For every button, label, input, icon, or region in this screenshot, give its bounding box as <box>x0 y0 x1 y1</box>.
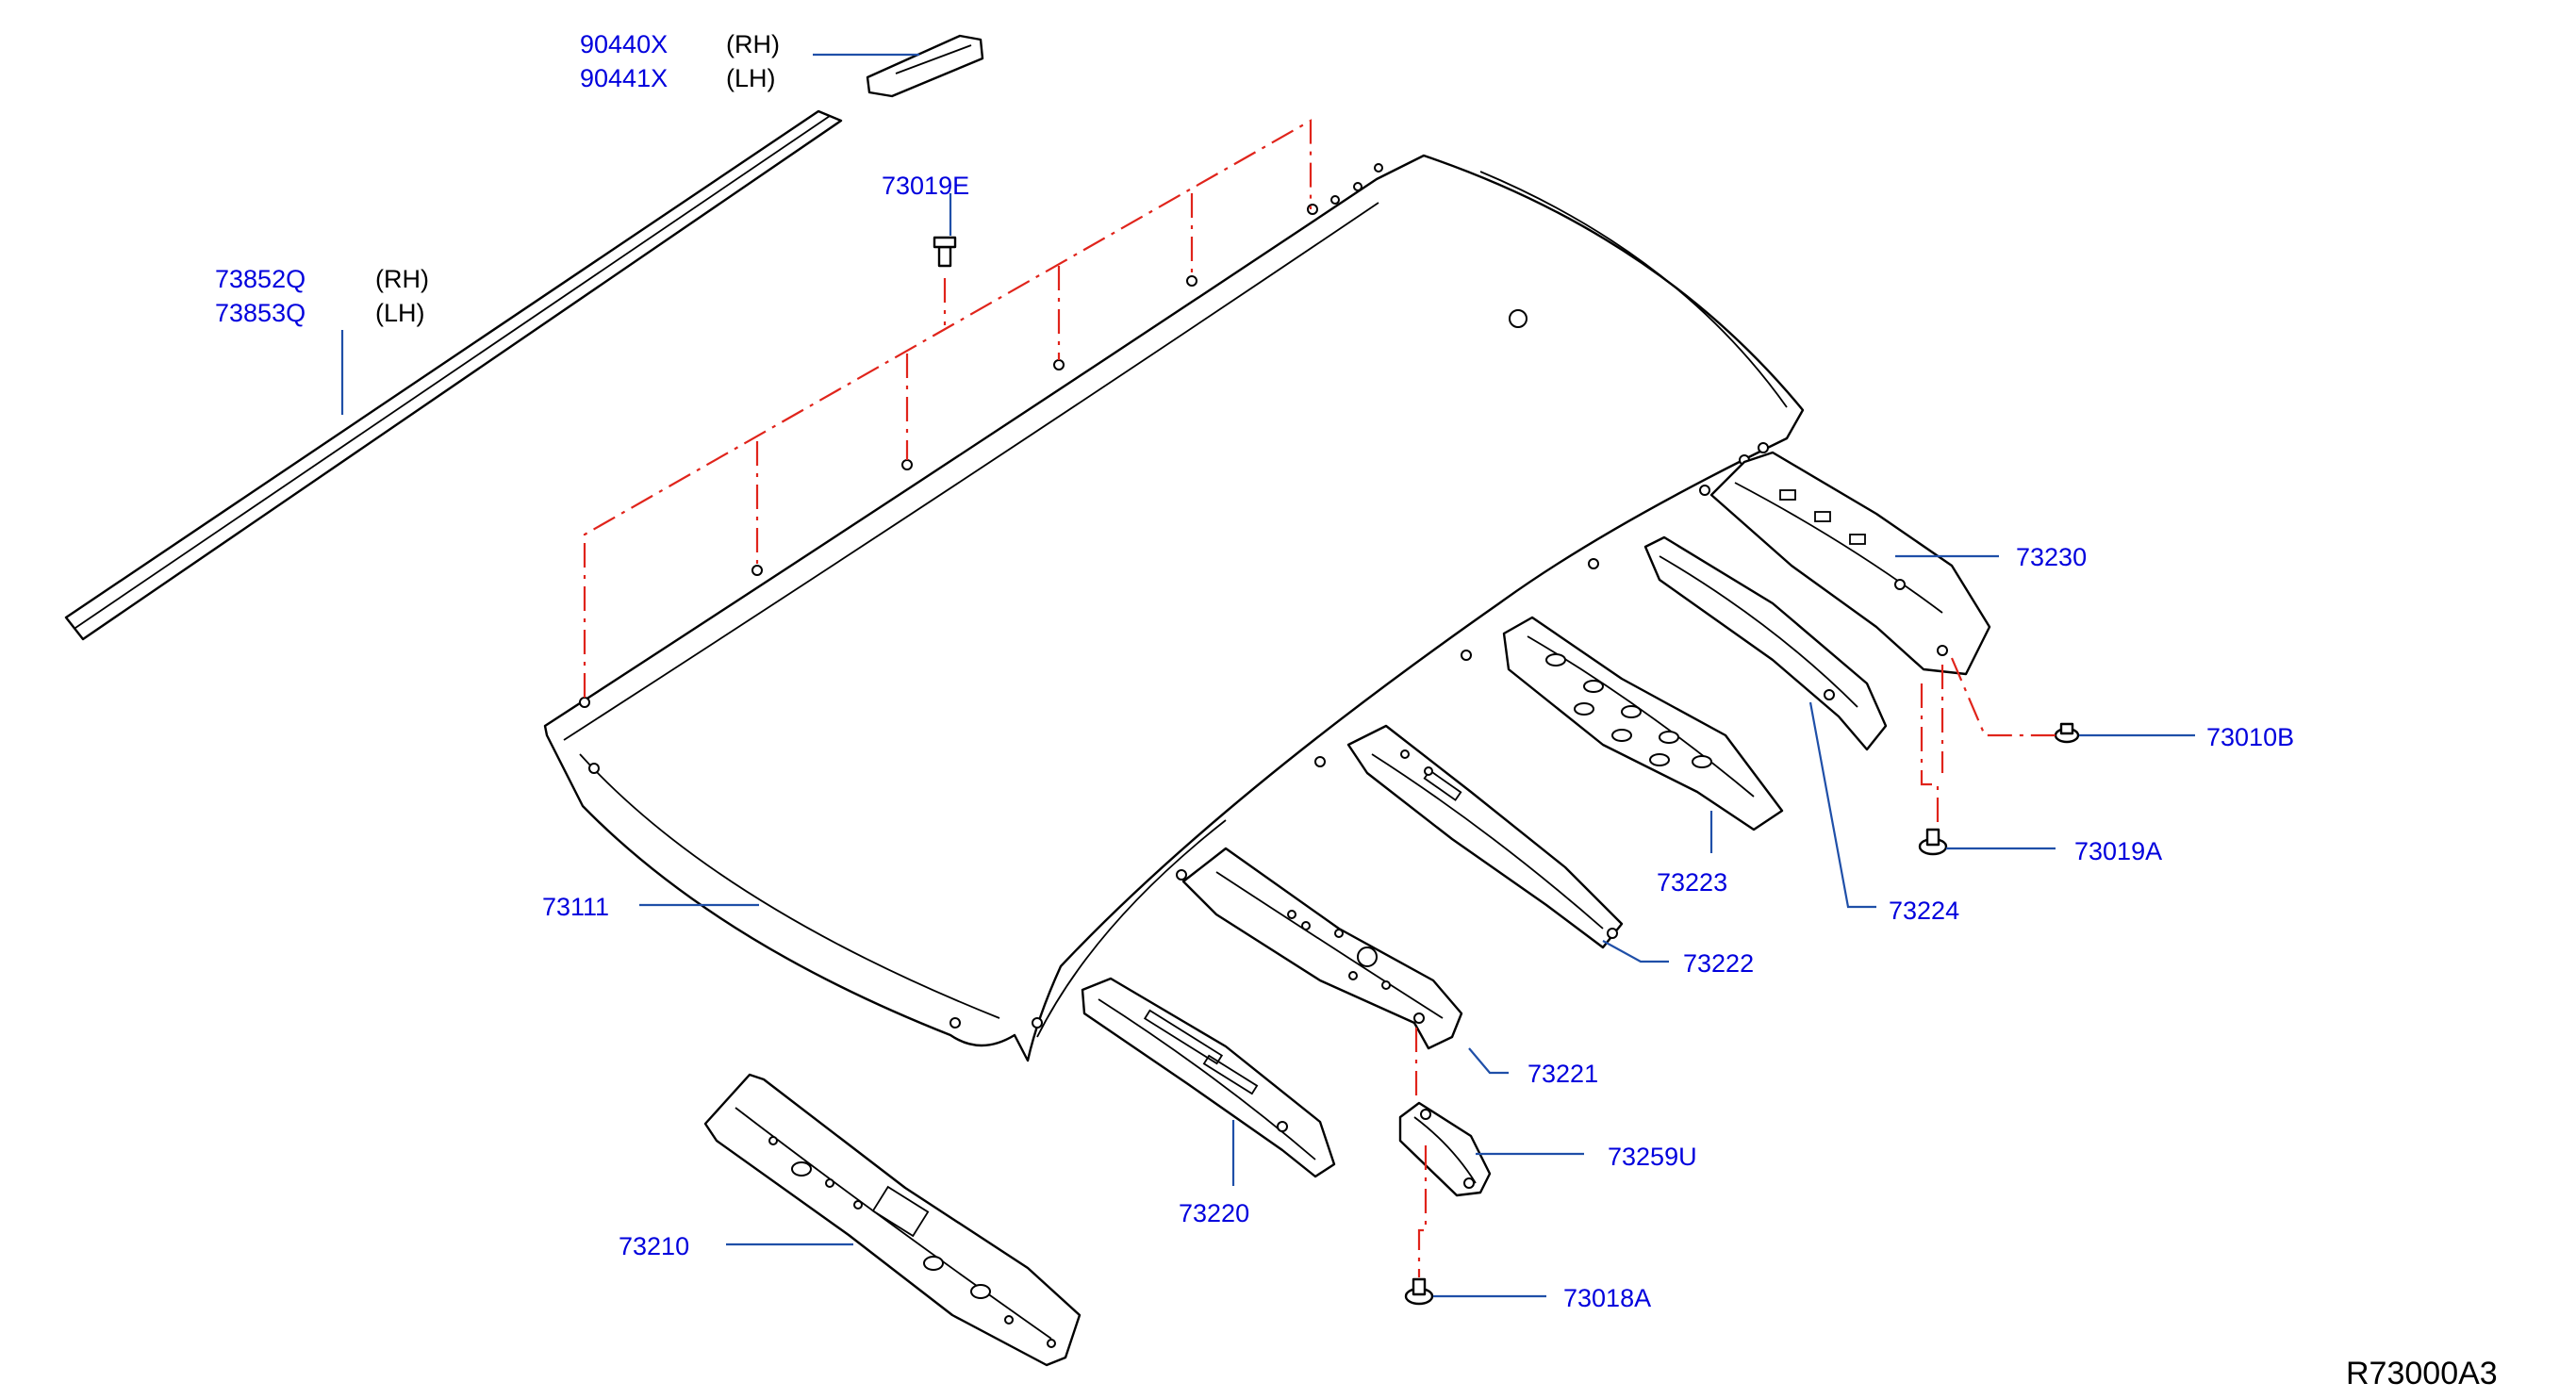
label-73220: 73220 <box>1179 1199 1249 1227</box>
alignment-lines <box>583 119 2056 1277</box>
label-73018a: 73018A <box>1563 1284 1651 1312</box>
label-90440x-side: (RH) <box>726 30 780 58</box>
label-90441x-side: (LH) <box>726 64 776 92</box>
label-73852q-side: (RH) <box>375 265 429 293</box>
part-labels: 90440X (RH) 90441X (LH) 73852Q (RH) 7385… <box>215 30 2498 1391</box>
roof-rail-rear <box>1709 451 1991 676</box>
roof-rail-front <box>703 1073 1082 1367</box>
molding-clip <box>866 34 984 98</box>
label-73221: 73221 <box>1527 1060 1598 1088</box>
label-73210: 73210 <box>619 1232 689 1260</box>
label-73223: 73223 <box>1657 868 1727 897</box>
clip-73010b <box>2054 722 2080 744</box>
roof-bow-73221 <box>1181 847 1463 1050</box>
roof-bow-73224 <box>1643 535 1888 751</box>
roof-bow-73223 <box>1502 616 1784 831</box>
label-73259u: 73259U <box>1608 1143 1697 1171</box>
label-73019a: 73019A <box>2074 837 2162 865</box>
label-73853q: 73853Q <box>215 299 305 327</box>
label-73222: 73222 <box>1683 949 1754 978</box>
bolt-73018a <box>1404 1277 1434 1306</box>
label-73224: 73224 <box>1889 897 1959 925</box>
label-73230: 73230 <box>2016 543 2087 571</box>
leader-lines <box>340 53 2195 1298</box>
label-90441x: 90441X <box>580 64 668 92</box>
label-73010b: 73010B <box>2206 723 2294 751</box>
roof-bow-73222 <box>1346 724 1624 949</box>
diagram-reference-code: R73000A3 <box>2346 1356 2498 1391</box>
label-73852q: 73852Q <box>215 265 305 293</box>
roof-bow-73220 <box>1081 977 1336 1178</box>
label-73111: 73111 <box>542 893 609 921</box>
bolt-73019e <box>933 236 957 268</box>
bracket-73259u <box>1398 1101 1492 1197</box>
label-73019e: 73019E <box>882 172 969 200</box>
bolt-73019a <box>1918 828 1948 856</box>
label-90440x: 90440X <box>580 30 668 58</box>
label-73853q-side: (LH) <box>375 299 425 327</box>
roof-molding <box>64 109 843 641</box>
